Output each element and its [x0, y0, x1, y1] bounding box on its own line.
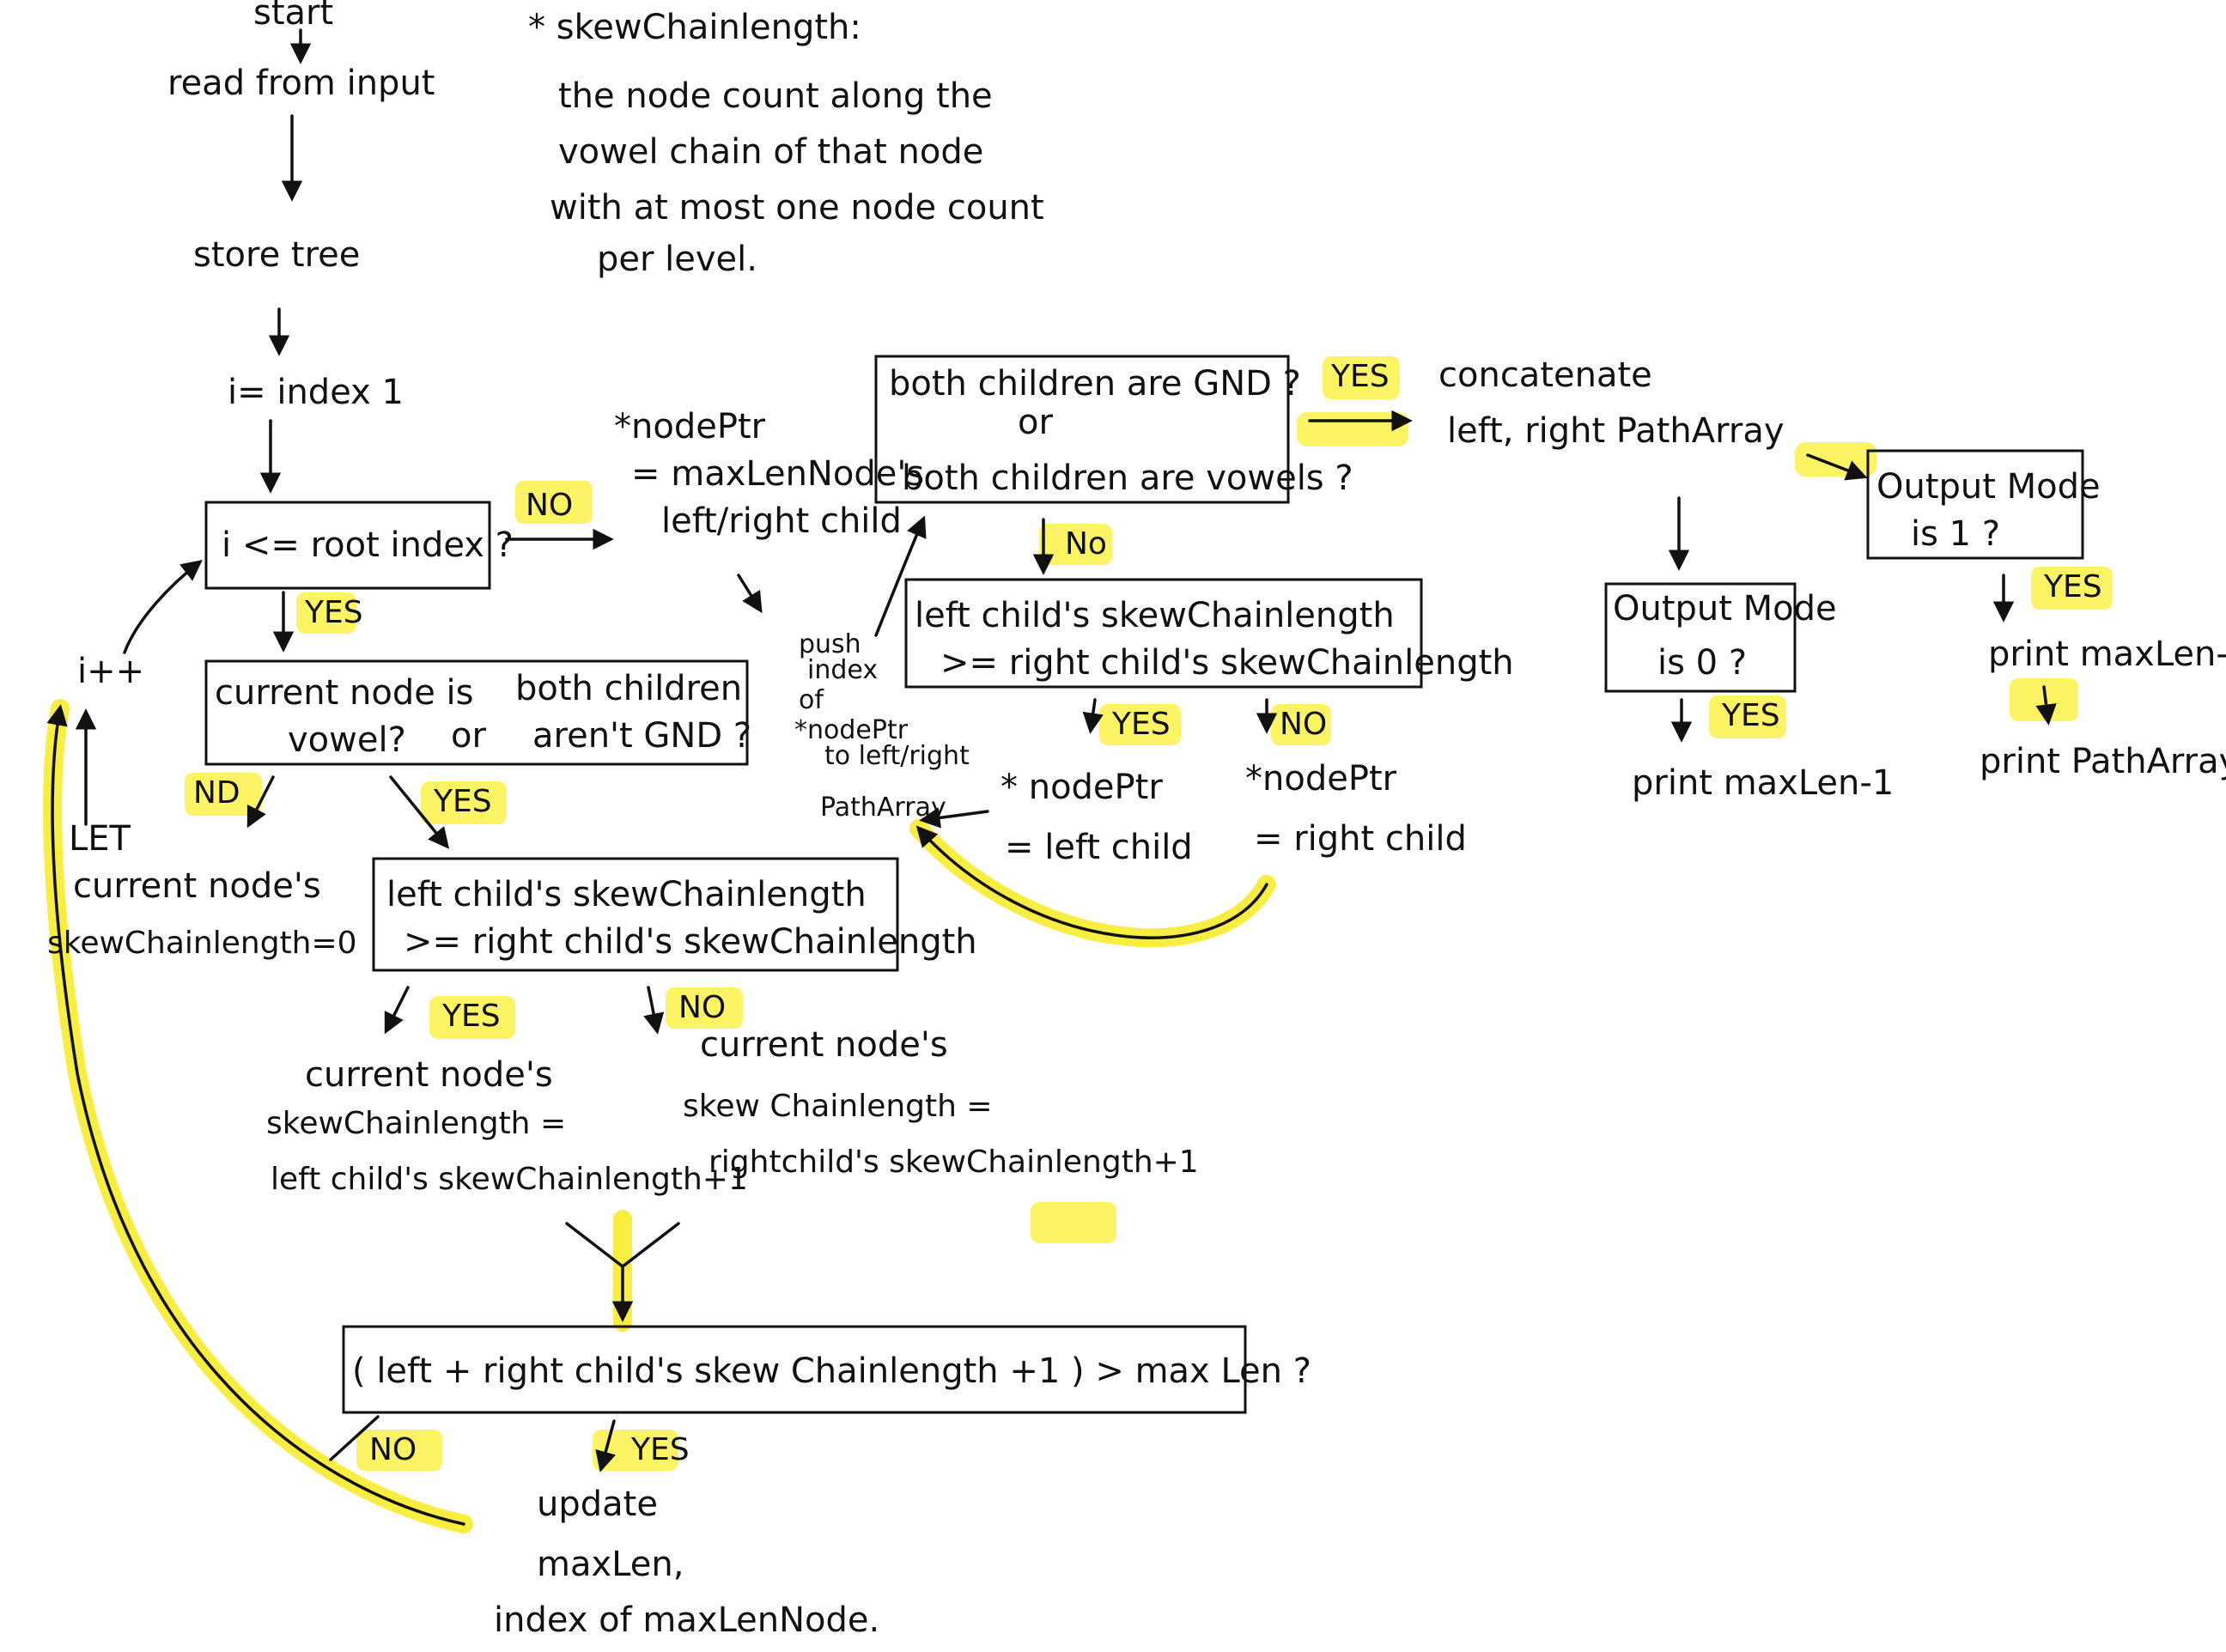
concatenate-line1: concatenate [1438, 355, 1652, 395]
nodeptr-init-line2: = maxLenNode's [631, 454, 924, 494]
current-node-line2b: aren't GND ? [532, 716, 751, 756]
box-maxlen-check [342, 1325, 1247, 1414]
mode1-line1: Output Mode [1876, 467, 2101, 507]
label-yes-root: YES [304, 595, 363, 630]
nodeptr-left-line1: * nodePtr [1000, 768, 1163, 807]
compare-line1: left child's skewChainlength [386, 875, 867, 914]
init-index-label: i= index 1 [228, 373, 404, 412]
nodeptr-init-line1: *nodePtr [614, 407, 766, 446]
label-yes-compare: YES [441, 999, 501, 1034]
mode1-line2: is 1 ? [1911, 514, 2000, 554]
print-mode1-b: print PathArray [1980, 742, 2226, 781]
update-line1: update [537, 1485, 658, 1524]
nodeptr-right-line1: *nodePtr [1245, 759, 1397, 799]
print-mode0: print maxLen-1 [1632, 763, 1894, 803]
increment-label: i++ [77, 652, 144, 691]
push-line6: PathArray [820, 793, 946, 823]
let-line3: skewChainlength=0 [47, 926, 357, 961]
branch-labels: NO YES ND YES YES NO NO YES No YES NO YE… [193, 359, 2102, 1467]
store-tree-label: store tree [193, 235, 360, 275]
maxlen-check-text: ( left + right child's skew Chainlength … [352, 1351, 1311, 1391]
compare2-line2: >= right child's skewChainlength [940, 643, 1514, 683]
print-mode1-a: print maxLen-1 [1988, 635, 2226, 674]
note-line-2: vowel chain of that node [558, 132, 983, 172]
box-output-mode-1 [1866, 449, 2084, 560]
connectors [46, 28, 2057, 1526]
push-line1: push [799, 629, 861, 659]
root-check-text: i <= root index ? [222, 525, 514, 565]
highlights [185, 356, 2113, 1471]
compare2-line1: left child's skewChainlength [915, 596, 1395, 635]
label-no-root: NO [526, 488, 573, 523]
push-line3: of [799, 685, 824, 715]
current-node-line1a: current node is [215, 673, 474, 713]
assign-left-line3: left child's skewChainlength+1 [271, 1162, 748, 1197]
label-no-compare: NO [678, 990, 726, 1025]
note-title: * skewChainlength: [528, 8, 861, 47]
current-node-line2a: vowel? [288, 720, 406, 760]
nodeptr-init-line3: left/right child [661, 501, 902, 541]
children-check-line3: both children are vowels ? [902, 459, 1353, 498]
mode0-line1: Output Mode [1613, 589, 1837, 629]
mode0-line2: is 0 ? [1657, 643, 1747, 683]
label-yes-children: YES [1330, 359, 1390, 394]
read-input-label: read from input [167, 64, 435, 103]
nodeptr-right-line2: = right child [1254, 819, 1467, 859]
current-node-line1b: both children [515, 669, 742, 708]
assign-right-line3: rightchild's skewChainlength+1 [709, 1145, 1199, 1180]
update-line3: index of maxLenNode. [494, 1600, 879, 1640]
box-output-mode-0 [1604, 582, 1797, 693]
label-no-children: No [1065, 526, 1107, 562]
label-yes-mode1: YES [2043, 569, 2102, 604]
label-yes-mode0: YES [1721, 698, 1780, 733]
box-current-node-check [204, 659, 749, 766]
assign-left-line2: skewChainlength = [266, 1106, 566, 1141]
assign-left-line1: current node's [305, 1055, 553, 1095]
label-no-maxlen: NO [369, 1432, 417, 1467]
push-line4: *nodePtr [794, 715, 909, 745]
note-line-3: with at most one node count [550, 188, 1044, 228]
compare-line2: >= right child's skewChainlength [404, 922, 977, 962]
children-check-line2: or [1018, 403, 1053, 442]
push-index-note: push index of *nodePtr to left/right Pat… [794, 629, 970, 823]
assign-right-line1: current node's [700, 1025, 948, 1065]
label-yes-current: YES [433, 784, 492, 819]
diagram-text: start read from input store tree i= inde… [47, 0, 2226, 1640]
push-line5: to left/right [824, 741, 970, 771]
concatenate-line2: left, right PathArray [1447, 411, 1785, 451]
start-label: start [253, 0, 333, 33]
box-compare-children [372, 857, 899, 972]
note-line-4: per level. [597, 240, 757, 279]
let-line2: current node's [73, 866, 321, 906]
note-line-1: the node count along the [558, 76, 993, 116]
push-line2: index [807, 655, 878, 685]
assign-right-line2: skew Chainlength = [683, 1089, 993, 1124]
label-no-current: ND [193, 775, 240, 811]
box-root-check [204, 501, 491, 590]
label-no-compare2: NO [1280, 707, 1327, 742]
label-yes-compare2: YES [1111, 707, 1171, 742]
children-check-line1: both children are GND ? [889, 364, 1301, 404]
box-compare-children-2 [904, 578, 1423, 689]
let-line1: LET [69, 819, 131, 859]
box-children-check [874, 355, 1290, 504]
update-line2: maxLen, [537, 1545, 684, 1584]
current-node-or: or [451, 716, 486, 756]
nodeptr-left-line2: = left child [1005, 828, 1193, 867]
label-yes-maxlen: YES [630, 1432, 690, 1467]
